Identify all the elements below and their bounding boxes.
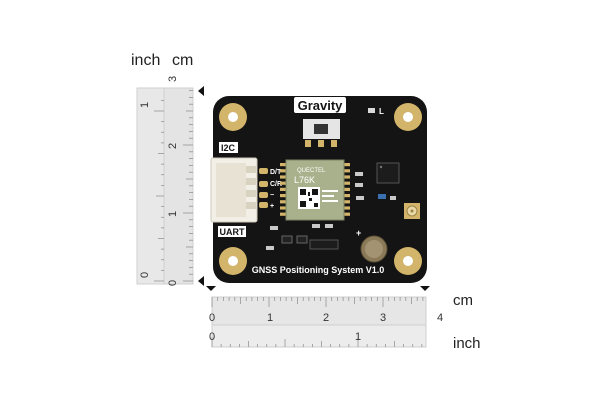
led-label: L [379,107,384,116]
led-indicator [368,108,375,113]
mode-switch-knob [314,124,328,134]
module-pad [280,187,286,191]
uart-label: UART [220,227,245,237]
brand-logo-plate [294,97,346,113]
mount-hole-top-left [219,103,247,131]
bottom-marker-arrow [198,276,204,286]
pin-label-cr: C/R [270,181,282,188]
gnss-module: QUECTEL L76K [280,159,350,221]
battery-plus-label: + [356,228,361,238]
left-ruler-cm-tick-2: 2 [167,143,179,149]
left-ruler-inch-tick-1: 1 [139,102,151,108]
module-pad [280,206,286,210]
bottom-ruler-inch-ticks [211,337,423,347]
mount-hole-bottom-right [394,247,422,275]
left-ruler-cm-label: cm [172,52,194,69]
bottom-ruler-cm-tick-4: 4 [437,312,443,324]
module-pad [344,163,350,167]
i2c-label-plate [219,142,238,153]
module-pad [280,163,286,167]
module-pad [344,200,350,204]
left-ruler: 0 1 0 1 2 3 [136,76,204,286]
pin-header: D/T C/R − + [259,168,282,210]
bottom-ruler-inch-tick-1: 1 [355,331,361,343]
module-pad [280,169,286,173]
bottom-ruler-cm-ticks [211,297,424,307]
left-marker-arrow [206,286,216,291]
left-ruler-inch-tick-0: 0 [139,272,151,278]
left-ruler-inch-label: inch [131,52,161,69]
gnss-board: Gravity L I2C UART D/T [210,96,427,283]
left-ruler-cm-tick-1: 1 [167,211,179,217]
jst-connector [210,157,258,223]
module-pad [344,206,350,210]
bottom-ruler-cm-tick-1: 1 [267,312,273,324]
bottom-ruler-cm-tick-3: 3 [380,312,386,324]
uart-label-plate [218,226,246,237]
bottom-ruler-inch-tick-0: 0 [209,331,215,343]
board-title: GNSS Positioning System V1.0 [252,265,385,275]
module-qr-code [298,187,320,209]
module-vendor: QUECTEL [297,168,326,174]
right-marker-arrow [420,286,430,291]
left-ruler-inch-ticks [154,100,164,282]
module-chip: L76K [294,175,315,185]
mount-hole-bottom-left [219,247,247,275]
module-pad [344,175,350,179]
ic-chip [376,162,400,184]
module-pad [280,181,286,185]
bottom-ruler-cm-tick-0: 0 [209,312,215,324]
smd-components [266,172,396,250]
bottom-ruler-inch-label: inch [453,335,481,352]
brand-logo: Gravity [298,98,344,113]
module-pad [344,212,350,216]
bottom-ruler-cm-label: cm [453,292,473,309]
module-pad [344,181,350,185]
module-pad [280,200,286,204]
bottom-ruler: 0 1 2 3 4 0 1 [206,286,443,348]
left-ruler-cm-tick-0: 0 [167,280,179,286]
bottom-ruler-cm-tick-2: 2 [323,312,329,324]
i2c-label: I2C [221,143,236,153]
module-pad [280,212,286,216]
left-ruler-cm-tick-3: 3 [167,76,179,82]
module-pad [280,175,286,179]
gnss-module-pads [280,163,350,216]
module-pad [344,187,350,191]
left-ruler-cm-ticks [183,90,193,282]
top-marker-arrow [198,86,204,96]
pin-label-dt: D/T [270,169,282,176]
antenna-connector [404,203,420,219]
mount-hole-top-right [394,103,422,131]
pin-label-minus: − [270,192,274,199]
module-pad [344,194,350,198]
pin-label-plus: + [270,203,274,210]
module-pad [344,169,350,173]
backup-battery: + [356,228,388,263]
module-pad [280,194,286,198]
